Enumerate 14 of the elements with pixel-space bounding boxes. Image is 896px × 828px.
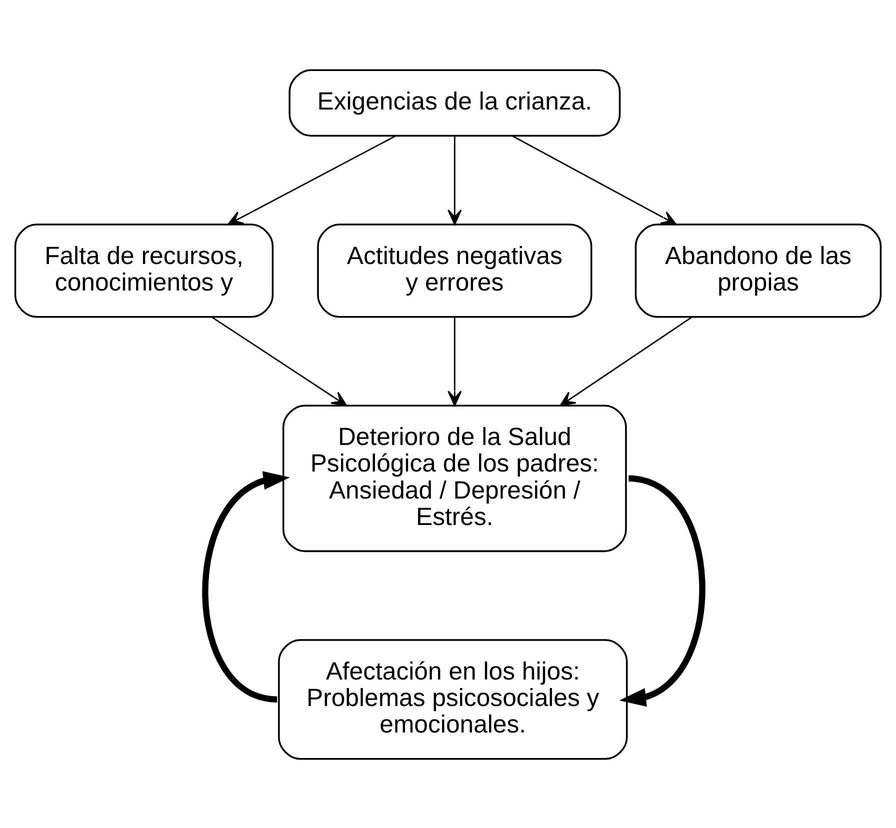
arrow — [448, 316, 462, 406]
arrow — [202, 470, 290, 702]
arrow — [512, 134, 677, 225]
node-box: Afectación en los hijos: Problemas psicosociales y emocionales. — [278, 638, 628, 760]
arrow — [560, 316, 692, 406]
node-box: Abandono de las propias — [634, 223, 882, 318]
node-box: Deterioro de la Salud Psicológica de los padres: Ansiedad / Depresión / Estrés. — [282, 404, 627, 552]
node-box: Exigencias de la crianza. — [288, 68, 621, 136]
node-box: Falta de recursos, conocimientos y — [14, 223, 274, 318]
arrow — [227, 134, 396, 225]
node-box: Actitudes negativas y errores — [317, 223, 592, 318]
arrow — [212, 316, 348, 406]
arrow — [448, 136, 462, 225]
arrow — [619, 474, 706, 706]
